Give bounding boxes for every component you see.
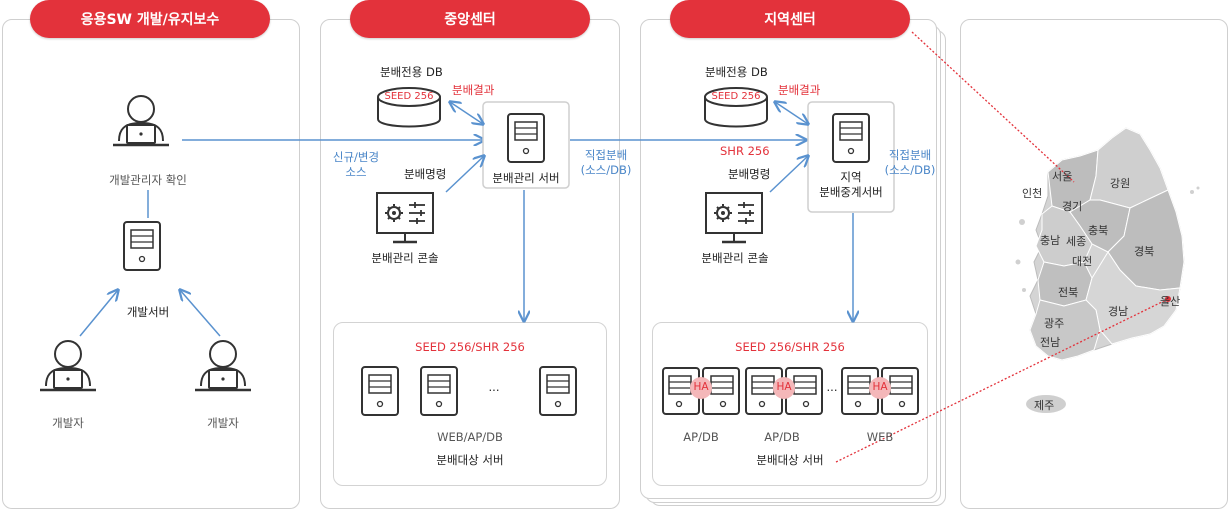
map-label-gyeongbuk: 경북 <box>1134 245 1155 258</box>
regional-targets-cipher: SEED 256/SHR 256 <box>735 340 845 354</box>
regional-direct-label: 직접분배 (소스/DB) <box>884 148 936 177</box>
central-server-label: 분배관리 서버 <box>492 171 560 185</box>
developer-right-icon <box>193 339 253 392</box>
map-label-ulsan: 울산 <box>1160 295 1181 308</box>
regional-result-label: 분배결과 <box>778 83 821 97</box>
regional-command-label: 분배명령 <box>728 167 771 181</box>
map-label-incheon: 인천 <box>1022 187 1043 200</box>
map-label-gyeongnam: 경남 <box>1108 305 1129 318</box>
map-label-seoul: 서울 <box>1052 170 1073 183</box>
developer-right-label: 개발자 <box>207 416 239 430</box>
regional-server-label: 지역 분배중계서버 <box>819 170 883 199</box>
map-label-jeju: 제주 <box>1034 399 1055 412</box>
map-label-jeonnam: 전남 <box>1040 336 1061 349</box>
regional-shr-label: SHR 256 <box>720 144 770 158</box>
map-label-chungnam: 충남 <box>1040 234 1061 247</box>
map-label-gangwon: 강원 <box>1110 177 1131 190</box>
ha-badge-2: HA <box>776 381 792 393</box>
central-targets-type: WEB/AP/DB <box>437 430 503 444</box>
dev-title: 응용SW 개발/유지보수 <box>30 0 270 38</box>
dev-server-icon <box>123 221 161 271</box>
type-ap-db-1: AP/DB <box>683 430 719 444</box>
central-result-label: 분배결과 <box>452 83 495 97</box>
regional-targets-dots: ... <box>826 380 838 394</box>
developer-left-label: 개발자 <box>52 416 84 430</box>
admin-label: 개발관리자 확인 <box>109 173 187 187</box>
central-console-icon <box>375 191 435 244</box>
ha-badge-3: HA <box>872 381 888 393</box>
regional-console-icon <box>704 191 764 244</box>
map-label-sejong: 세종 <box>1066 235 1087 248</box>
admin-person-icon <box>111 94 171 147</box>
regional-db-label: 분배전용 DB <box>705 65 768 79</box>
central-db-label: 분배전용 DB <box>380 65 443 79</box>
map-label-gwangju: 광주 <box>1044 317 1065 330</box>
central-targets-label: 분배대상 서버 <box>436 453 504 467</box>
central-targets-cipher: SEED 256/SHR 256 <box>415 340 525 354</box>
dev-server-label: 개발서버 <box>126 305 170 319</box>
regional-console-label: 분배관리 콘솔 <box>701 251 769 265</box>
central-server-icon <box>507 113 545 163</box>
regional-title: 지역센터 <box>670 0 910 38</box>
central-direct-label: 직접분배 (소스/DB) <box>580 148 632 177</box>
map-label-chungbuk: 충북 <box>1088 224 1109 237</box>
developer-left-icon <box>38 339 98 392</box>
type-web: WEB <box>866 430 894 444</box>
central-console-label: 분배관리 콘솔 <box>371 251 439 265</box>
map-label-daejeon: 대전 <box>1072 255 1093 268</box>
regional-targets-label: 분배대상 서버 <box>756 453 824 467</box>
map-label-jeonbuk: 전북 <box>1058 286 1079 299</box>
map-label-gyeonggi: 경기 <box>1062 200 1083 213</box>
central-command-label: 분배명령 <box>404 167 447 181</box>
type-ap-db-2: AP/DB <box>764 430 800 444</box>
regional-db-cipher: SEED 256 <box>711 91 761 102</box>
central-db-cipher: SEED 256 <box>384 91 434 102</box>
ha-badge-1: HA <box>693 381 709 393</box>
new-change-source-label: 신규/변경 소스 <box>332 150 380 179</box>
korea-map <box>1015 127 1200 413</box>
central-title: 중앙센터 <box>350 0 590 38</box>
central-targets-dots: ... <box>488 380 500 394</box>
regional-server-icon <box>832 113 870 163</box>
